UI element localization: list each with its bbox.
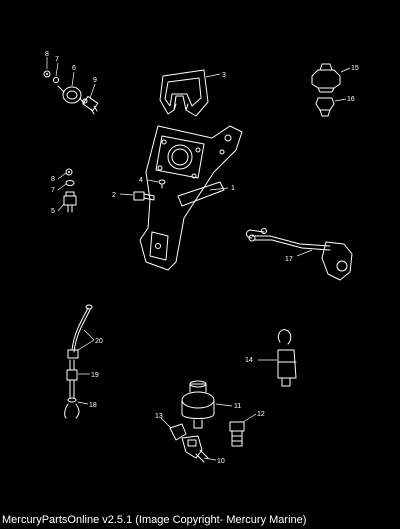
- callout-20: 20: [95, 338, 103, 345]
- part-14-sensor: [277, 329, 297, 387]
- part-5-switch: [63, 191, 77, 213]
- callout-18: 18: [89, 402, 97, 409]
- callout-5: 5: [51, 208, 55, 215]
- callout-13: 13: [155, 413, 163, 420]
- callout-8-mid: 8: [51, 176, 55, 183]
- part-1-bracket: [139, 125, 243, 271]
- callout-14: 14: [245, 357, 253, 364]
- part-8-screw-mid: [65, 168, 73, 176]
- part-8-screw-top: [43, 70, 51, 78]
- callout-4: 4: [139, 177, 143, 184]
- part-15-switch: [311, 63, 341, 93]
- callout-2: 2: [112, 192, 116, 199]
- callout-7-top: 7: [55, 56, 59, 63]
- part-13-cap: [169, 423, 187, 441]
- callout-9: 9: [93, 77, 97, 84]
- callout-19: 19: [91, 372, 99, 379]
- part-11-sensor: [181, 380, 215, 429]
- callout-11: 11: [234, 403, 241, 410]
- part-7-washer-mid: [65, 180, 75, 186]
- part-16-fitting: [315, 97, 335, 117]
- part-4-washer: [158, 179, 166, 189]
- callout-3: 3: [222, 72, 226, 79]
- exploded-parts-drawing: 1 2 3 4 5 6 7 8 9 10 11 12 13 14 15 16 1…: [43, 51, 359, 465]
- callout-8-top: 8: [45, 51, 49, 58]
- callout-15: 15: [351, 65, 359, 72]
- callout-16: 16: [347, 96, 355, 103]
- part-19-fitting: [66, 359, 78, 389]
- part-7-washer-top: [53, 77, 59, 83]
- part-9-sender: [82, 95, 99, 115]
- part-10-elbow: [181, 435, 209, 463]
- part-12-fitting: [229, 421, 245, 447]
- part-6-boot: [57, 85, 85, 105]
- part-18-tube: [64, 387, 80, 419]
- part-17-harness: [245, 228, 353, 281]
- copyright-footer: MercuryPartsOnline v2.5.1 (Image Copyrig…: [2, 514, 307, 526]
- callout-6: 6: [72, 65, 76, 72]
- callout-7-mid: 7: [51, 187, 55, 194]
- callout-10: 10: [217, 458, 225, 465]
- callout-12: 12: [257, 411, 265, 418]
- callout-1: 1: [231, 185, 235, 192]
- callout-17: 17: [285, 256, 293, 263]
- part-3-cover: [159, 69, 209, 117]
- part-20-hose: [67, 304, 93, 359]
- part-2-bolt: [133, 191, 155, 201]
